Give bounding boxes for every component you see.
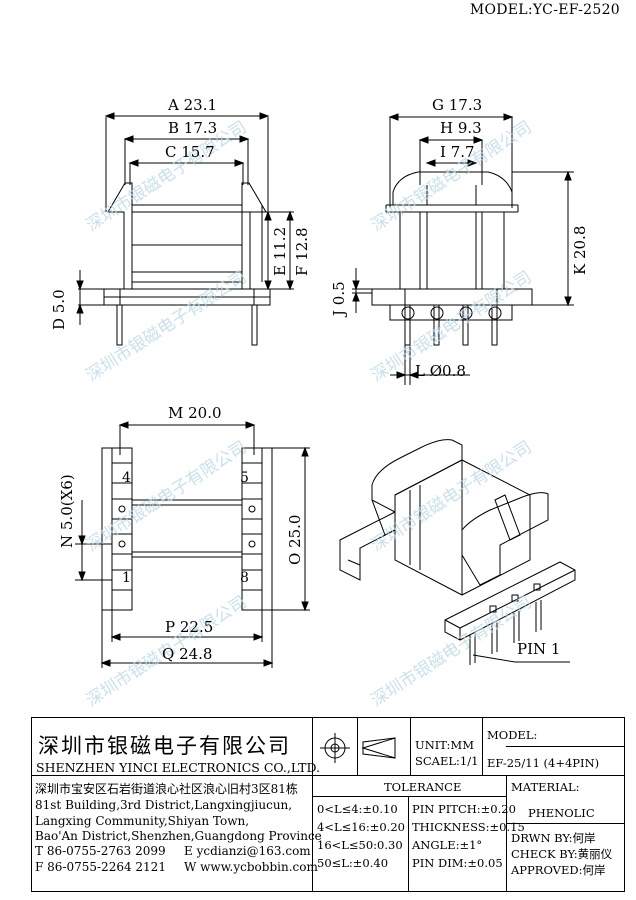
material-label: MATERIAL: [511, 780, 580, 794]
pin-number: 5 [240, 470, 249, 486]
dim-l-label: L Ø0.8 [415, 362, 466, 380]
dim-n-label: N 5.0(X6) [58, 474, 76, 548]
projection-symbol-icon [320, 733, 396, 763]
front-view [76, 112, 294, 346]
dim-p-label: P 22.5 [165, 618, 214, 636]
address-en-line-2: Langxing Community,Shiyan Town, [35, 814, 250, 828]
scale: SCAEL:1/1 [415, 754, 479, 768]
material-value: PHENOLIC [528, 806, 595, 820]
drawn-by: DRWN BY:何岸 [511, 831, 596, 845]
dim-o-label: O 25.0 [286, 514, 304, 565]
pin-tolerance-row: THICKNESS:±0.15 [412, 820, 525, 834]
dim-m-label: M 20.0 [168, 404, 222, 422]
dim-j-label: J 0.5 [330, 281, 348, 316]
dim-c-label: C 15.7 [165, 143, 215, 161]
side-view [352, 113, 574, 385]
pin-1-label: PIN 1 [517, 640, 561, 658]
unit: UNIT:MM [415, 738, 474, 752]
technical-drawing [75, 112, 576, 668]
tolerance-row: 16<L≤50:0.30 [317, 838, 403, 852]
model-number: MODEL:YC-EF-2520 [469, 2, 620, 18]
title-block: 深圳市银磁电子有限公司 SHENZHEN YINCI ELECTRONICS C… [31, 717, 625, 892]
dim-i-label: I 7.7 [440, 143, 475, 161]
telephone: T 86-0755-2763 2099 [35, 844, 166, 858]
dim-f-label: F 12.8 [293, 227, 311, 276]
website: W www.ycbobbin.com [184, 860, 318, 874]
fax: F 86-0755-2264 2121 [35, 860, 166, 874]
pin-tolerance-row: PIN PITCH:±0.20 [412, 802, 516, 816]
pin-number: 4 [122, 470, 131, 486]
model-label: MODEL: [487, 728, 538, 742]
company-name-en: SHENZHEN YINCI ELECTRONICS CO.,LTD. [36, 760, 321, 775]
pin-tolerance-row: PIN DIM:±0.05 [412, 856, 503, 870]
dim-h-label: H 9.3 [440, 119, 482, 137]
dim-g-label: G 17.3 [432, 96, 483, 114]
dim-e-label: E 11.2 [271, 226, 289, 276]
dim-b-label: B 17.3 [168, 119, 218, 137]
address-cn: 深圳市宝安区石岩街道浪心社区浪心旧村3区81栋 [35, 782, 298, 796]
dim-a-label: A 23.1 [168, 96, 217, 114]
dim-k-label: K 20.8 [571, 225, 589, 275]
tolerance-row: 50≤L:±0.40 [317, 856, 389, 870]
pin-number: 8 [240, 570, 249, 586]
email: E ycdianzi@163.com [184, 844, 311, 858]
top-view [75, 421, 310, 668]
address-en-line-1: 81st Building,3rd District,Langxingjiucu… [35, 798, 293, 812]
pin-tolerance-row: ANGLE:±1° [412, 838, 483, 852]
pin-number: 1 [122, 570, 131, 586]
tolerance-title: TOLERANCE [384, 780, 462, 794]
tolerance-row: 0<L≤4:±0.10 [317, 802, 398, 816]
address-en-line-3: Bao'An District,Shenzhen,Guangdong Provi… [35, 829, 322, 843]
isometric-view [339, 439, 576, 665]
dim-d-label: D 5.0 [50, 289, 68, 330]
tolerance-row: 4<L≤16:±0.20 [317, 820, 405, 834]
dim-q-label: Q 24.8 [162, 645, 213, 663]
model-value: EF-25/11 (4+4PIN) [487, 756, 600, 770]
approved-by: APPROVED:何岸 [511, 863, 606, 877]
checked-by: CHECK BY:黄丽仪 [511, 847, 613, 861]
company-name-cn: 深圳市银磁电子有限公司 [38, 734, 291, 758]
